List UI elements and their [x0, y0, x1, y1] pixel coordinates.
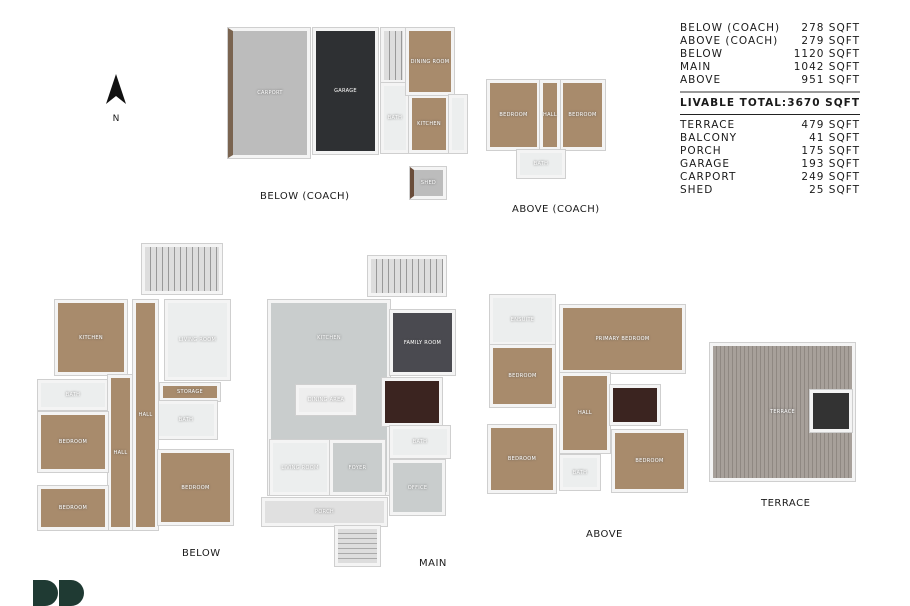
north-arrow-icon — [106, 74, 126, 104]
logo-icon — [33, 580, 84, 606]
room-living: LIVING ROOM — [270, 440, 330, 495]
room-kitchen: KITCHEN — [55, 300, 127, 375]
room-bedroom: BEDROOM — [487, 80, 540, 150]
area-summary-table: BELOW (COACH)278 SQFT ABOVE (COACH)279 S… — [680, 22, 860, 197]
room-family: FAMILY ROOM — [390, 310, 455, 375]
room-bedroom: BEDROOM — [38, 486, 108, 530]
plan-title: ABOVE — [586, 529, 623, 540]
room-kitchen: KITCHEN — [409, 95, 449, 153]
room-bath: BATH — [155, 401, 217, 439]
plan-title: TERRACE — [761, 498, 811, 509]
plan-title: BELOW — [182, 548, 221, 559]
stair-opening — [810, 390, 852, 432]
room-bath: BATH — [381, 83, 409, 153]
brand-logo — [33, 580, 89, 606]
room-bath: BATH — [38, 380, 108, 410]
room-living: LIVING ROOM — [165, 300, 230, 380]
room-bedroom: BEDROOM — [490, 345, 555, 407]
stairs-down — [382, 378, 442, 426]
room-hall: HALL — [133, 300, 158, 530]
room-bath: BATH — [390, 426, 450, 458]
room-office: OFFICE — [390, 460, 445, 515]
room-ensuite: ENSUITE — [490, 295, 555, 345]
stairs-down — [610, 385, 660, 425]
room-dining: DINING ROOM — [406, 28, 454, 95]
room-hall: HALL — [560, 373, 610, 453]
plan-title: MAIN — [419, 558, 447, 569]
room-bath: BATH — [517, 150, 565, 178]
floor-areas: BELOW (COACH)278 SQFT ABOVE (COACH)279 S… — [680, 22, 860, 87]
area-row: ABOVE (COACH)279 SQFT — [680, 35, 860, 47]
room-porch: PORCH — [262, 498, 387, 526]
plan-title: ABOVE (COACH) — [512, 204, 600, 215]
stairs — [381, 28, 406, 83]
stairs — [142, 244, 222, 294]
room-bath: BATH — [560, 455, 600, 490]
counter — [449, 95, 467, 153]
stairs — [368, 256, 446, 296]
dining-area: DINING AREA — [296, 385, 356, 415]
room-bedroom: BEDROOM — [488, 425, 556, 493]
room-bedroom: BEDROOM — [612, 430, 687, 492]
room-bedroom: BEDROOM — [158, 450, 233, 525]
room-shed: SHED — [410, 167, 446, 199]
plan-title: BELOW (COACH) — [260, 191, 350, 202]
room-hall: HALL — [540, 80, 560, 150]
area-row: BELOW (COACH)278 SQFT — [680, 22, 860, 34]
room-garage: GARAGE — [313, 28, 378, 154]
room-carport: CARPORT — [228, 28, 310, 158]
room-terrace: TERRACE — [710, 343, 855, 481]
north-arrow: N — [106, 74, 126, 124]
room-bedroom: BEDROOM — [560, 80, 605, 150]
livable-total-row: LIVABLE TOTAL:3670 SQFT — [680, 91, 860, 115]
room-foyer: FOYER — [330, 440, 385, 495]
room-hall: HALL — [108, 375, 133, 530]
room-primary-bedroom: PRIMARY BEDROOM — [560, 305, 685, 373]
room-storage: STORAGE — [160, 383, 220, 401]
room-bedroom: BEDROOM — [38, 412, 108, 472]
entry-steps — [335, 526, 380, 566]
north-label: N — [112, 114, 120, 124]
